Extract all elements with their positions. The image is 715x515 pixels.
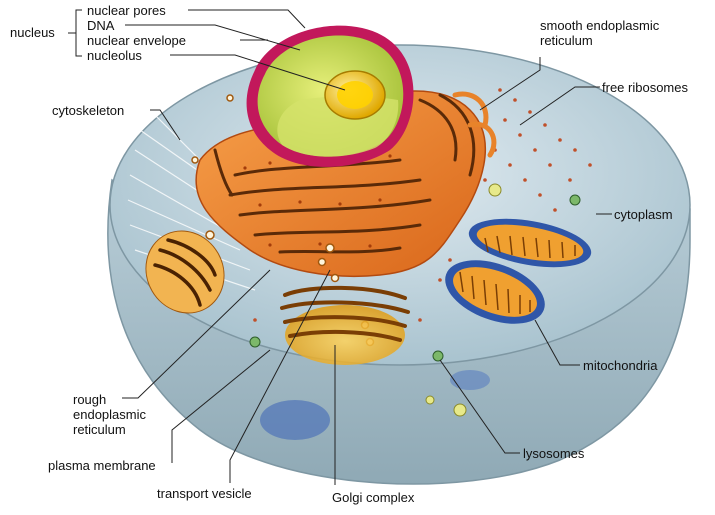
nucleus	[247, 26, 414, 167]
label-nucleolus: nucleolus	[87, 48, 142, 63]
label-nuclear-pores: nuclear pores	[87, 3, 166, 18]
side-vesicle	[260, 400, 330, 440]
label-cytoplasm: cytoplasm	[614, 207, 673, 222]
label-rough-er-line3: reticulum	[73, 422, 146, 437]
label-rough-er: rough endoplasmic reticulum	[73, 392, 146, 437]
label-lysosomes: lysosomes	[523, 446, 584, 461]
label-cytoskeleton: cytoskeleton	[52, 103, 124, 118]
label-smooth-er: smooth endoplasmic reticulum	[540, 18, 659, 48]
label-nuclear-envelope: nuclear envelope	[87, 33, 186, 48]
label-mitochondria: mitochondria	[583, 358, 657, 373]
label-golgi-complex: Golgi complex	[332, 490, 414, 505]
label-smooth-er-line1: smooth endoplasmic	[540, 18, 659, 33]
nucleolus-core	[337, 81, 373, 109]
side-vesicle	[450, 370, 490, 390]
label-smooth-er-line2: reticulum	[540, 33, 659, 48]
label-transport-vesicle: transport vesicle	[157, 486, 252, 501]
label-dna: DNA	[87, 18, 114, 33]
label-nucleus: nucleus	[10, 25, 55, 40]
label-plasma-membrane: plasma membrane	[48, 458, 156, 473]
label-free-ribosomes: free ribosomes	[602, 80, 688, 95]
label-rough-er-line1: rough	[73, 392, 146, 407]
label-rough-er-line2: endoplasmic	[73, 407, 146, 422]
